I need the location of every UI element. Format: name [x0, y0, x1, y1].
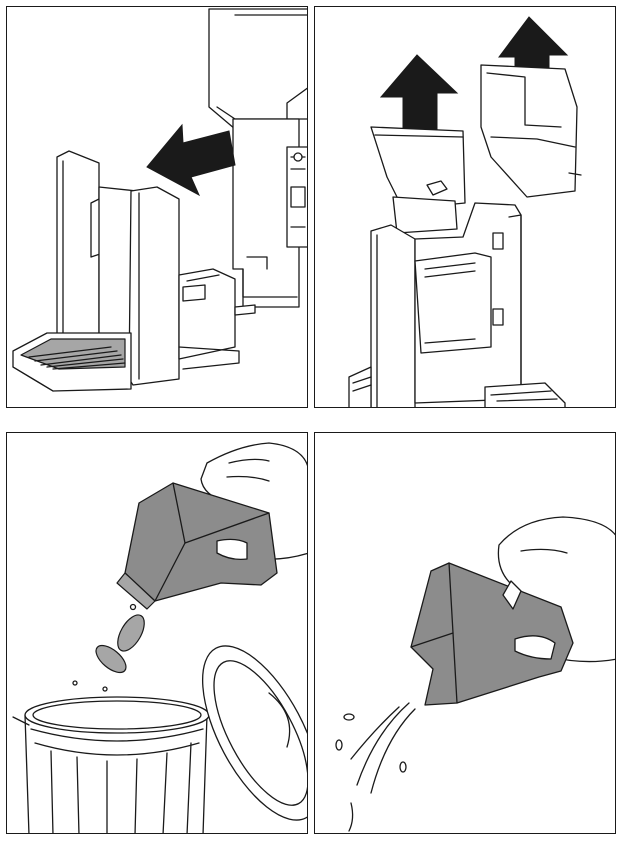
lift-containers-illustration [348, 16, 582, 407]
water-splash-icon [335, 702, 416, 832]
water-container [480, 64, 582, 198]
panel-empty-water [314, 432, 616, 834]
grounds-container [370, 126, 466, 234]
drip-tray-removal-illustration [12, 8, 307, 392]
grounds-container [116, 482, 278, 610]
coffee-machine-body [208, 8, 307, 308]
empty-grounds-illustration [12, 442, 307, 833]
panel-lift-containers [314, 6, 616, 408]
panel-remove-drip-tray [6, 6, 308, 408]
trash-bin-icon [12, 645, 307, 833]
panel-empty-grounds [6, 432, 308, 834]
drip-tray-body [348, 202, 566, 407]
up-arrow-icon [379, 54, 459, 132]
drip-tray-assembly [12, 150, 256, 392]
direction-arrow-icon [146, 123, 236, 197]
empty-water-illustration [335, 516, 615, 832]
water-container [410, 562, 574, 706]
